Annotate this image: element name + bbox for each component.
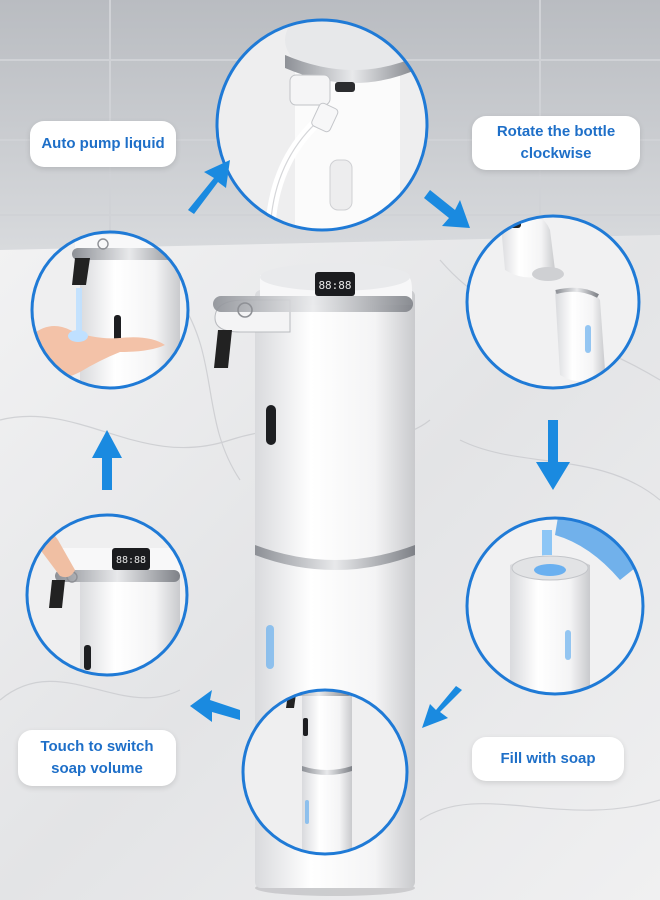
touch-text-line2: soap volume <box>51 760 143 777</box>
auto-pump-text: Auto pump liquid <box>41 135 165 152</box>
circle-rotate <box>465 214 641 390</box>
touch-text-line1: Touch to switch <box>40 738 154 755</box>
circle-installed <box>241 688 409 856</box>
arrow-icon <box>92 160 570 728</box>
rotate-text-line2: clockwise <box>520 145 592 162</box>
label-fill: Fill with soap <box>472 737 624 781</box>
label-auto-pump: Auto pump liquid <box>30 121 176 167</box>
circle-auto-pump <box>30 230 190 390</box>
hand <box>32 326 165 379</box>
fill-text: Fill with soap <box>500 750 596 767</box>
svg-text:88:88: 88:88 <box>116 555 146 566</box>
circle-fill <box>465 516 645 696</box>
label-rotate: Rotate the bottle clockwise <box>472 116 640 170</box>
label-touch: Touch to switch soap volume <box>18 730 176 786</box>
circle-touch: 88:88 <box>25 513 189 677</box>
rotate-text-line1: Rotate the bottle <box>496 123 616 140</box>
svg-text:88:88: 88:88 <box>318 279 351 292</box>
